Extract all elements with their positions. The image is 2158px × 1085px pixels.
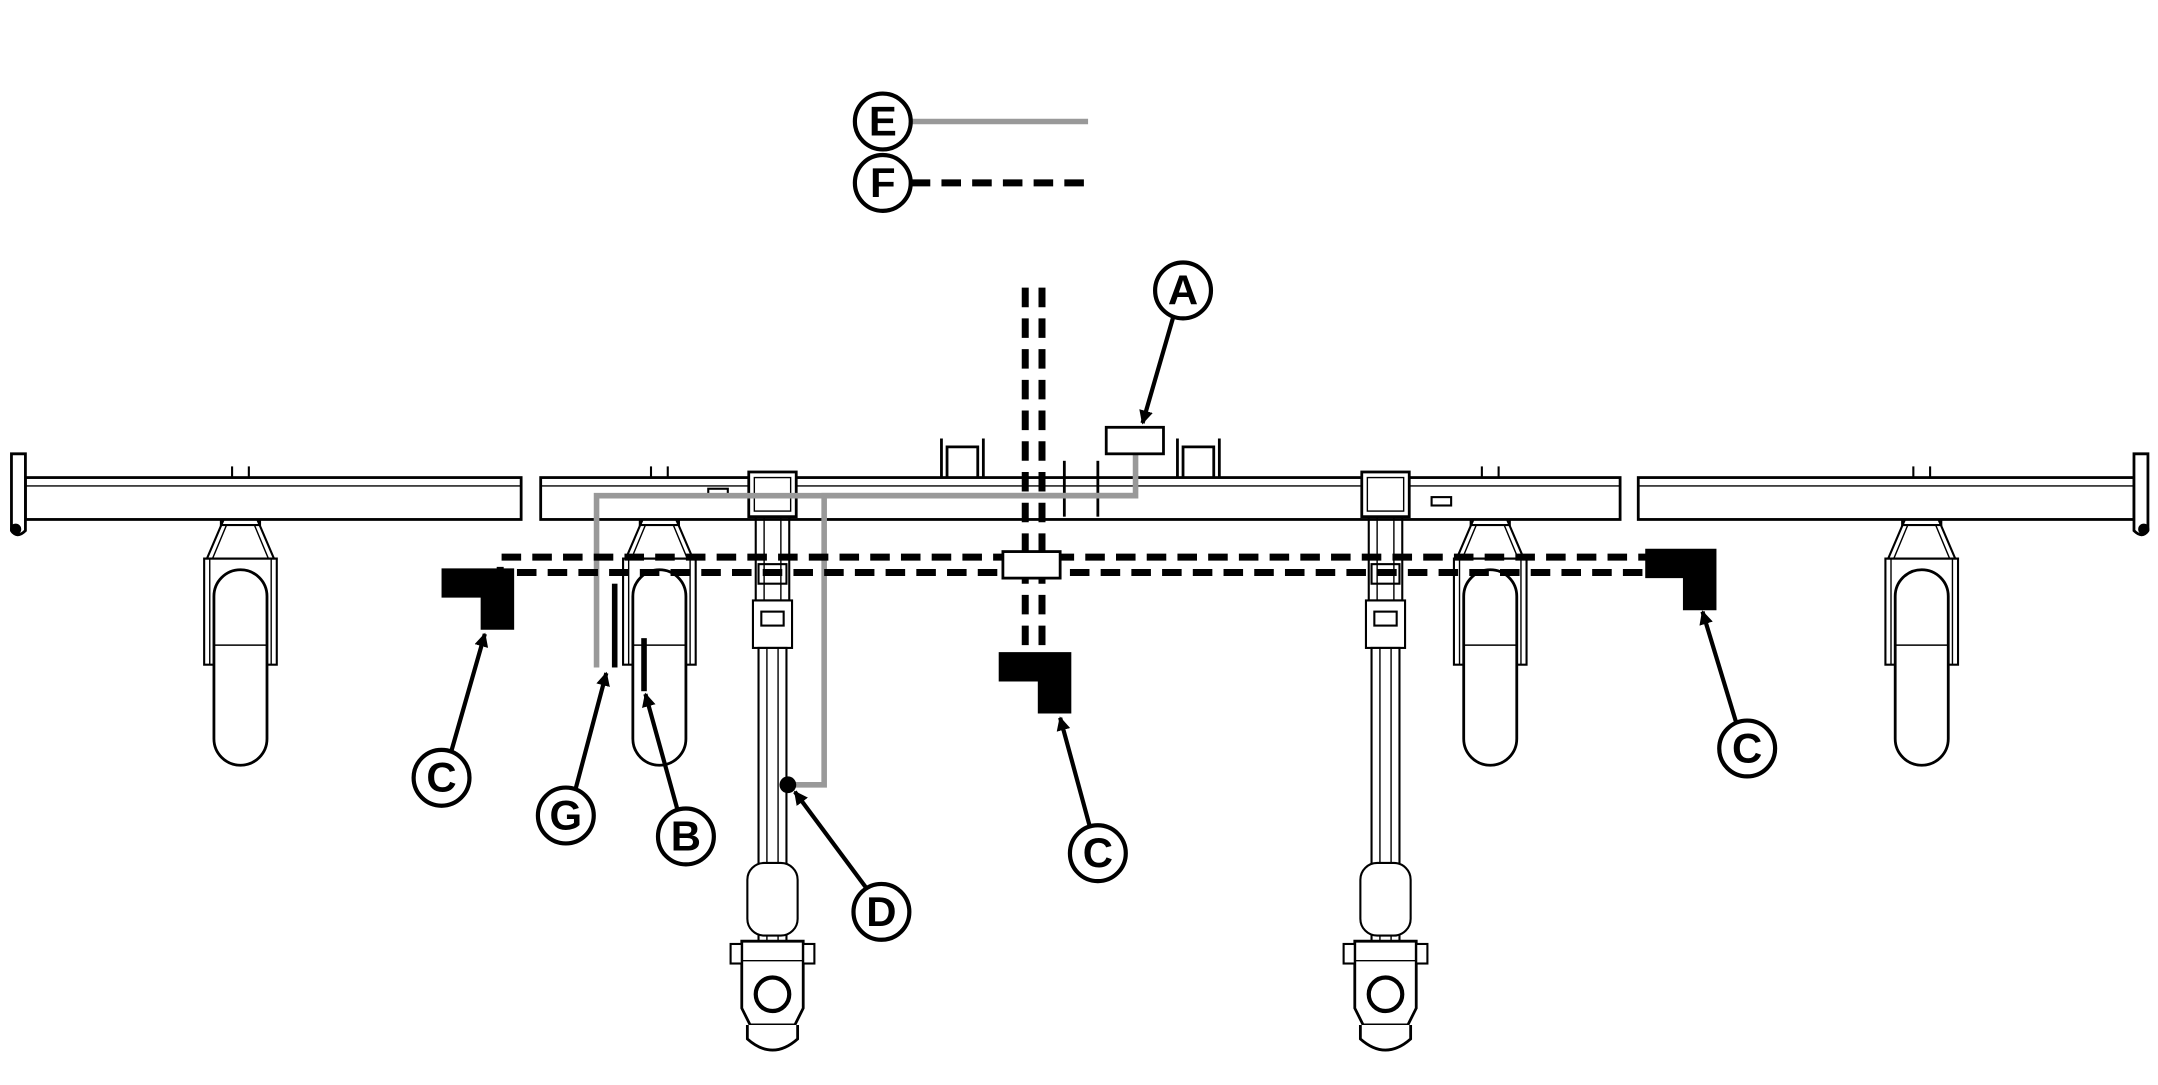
callout-c-right-label: C xyxy=(1732,724,1762,771)
callout-c-center: C xyxy=(1067,823,1128,884)
components xyxy=(441,425,1717,794)
hitch-arm-left xyxy=(731,472,815,1050)
connector-c-right xyxy=(1645,548,1717,611)
callout-b-label: B xyxy=(671,812,701,859)
callout-badges: A C G B D C C xyxy=(411,260,1778,942)
callout-c-center-label: C xyxy=(1083,829,1113,876)
legend-item-f: F xyxy=(852,152,1089,213)
connector-c-left xyxy=(441,568,515,630)
connector-c-center xyxy=(998,652,1072,714)
callout-c-right: C xyxy=(1717,718,1778,779)
sensor-g-bar xyxy=(611,583,618,668)
component-d-point xyxy=(779,776,797,794)
frame-end-cap-left xyxy=(10,452,27,537)
leader-d xyxy=(793,790,870,891)
leader-b xyxy=(642,692,680,811)
callout-d: D xyxy=(851,881,912,942)
leader-c-right xyxy=(1699,610,1739,723)
callout-a: A xyxy=(1153,260,1214,321)
leader-c-left xyxy=(449,632,489,752)
toolbar-frame xyxy=(10,438,2150,537)
leader-g xyxy=(573,671,610,790)
sensor-b-bar xyxy=(641,638,647,692)
hitch-arm-right xyxy=(1344,472,1428,1050)
legend: E F xyxy=(852,91,1089,213)
legend-item-e: E xyxy=(852,91,1089,152)
callout-c-left-label: C xyxy=(426,754,456,801)
leader-c-center xyxy=(1056,716,1092,826)
component-a-module xyxy=(1104,425,1165,456)
junction-box xyxy=(1001,550,1062,580)
callout-g: G xyxy=(535,785,596,846)
gray-line-to-d xyxy=(787,492,1136,788)
hitch-arms xyxy=(731,472,1428,1050)
callout-g-label: G xyxy=(550,791,583,838)
callout-a-label: A xyxy=(1168,266,1198,313)
leader-a xyxy=(1139,316,1176,425)
frame-wing-left xyxy=(24,476,523,521)
frame-end-cap-right xyxy=(2132,452,2150,537)
leader-arrows xyxy=(449,316,1739,891)
callout-c-left: C xyxy=(411,747,472,808)
callout-b: B xyxy=(655,806,716,867)
gray-harness-route xyxy=(593,453,1139,788)
legend-label: F xyxy=(870,159,896,206)
callout-d-label: D xyxy=(866,888,896,935)
frame-wing-right xyxy=(1636,476,2136,521)
legend-badge xyxy=(852,91,913,152)
frame-bracket xyxy=(940,438,985,478)
legend-label: E xyxy=(869,97,897,144)
frame-bracket xyxy=(1176,438,1221,478)
legend-badge xyxy=(852,152,913,213)
